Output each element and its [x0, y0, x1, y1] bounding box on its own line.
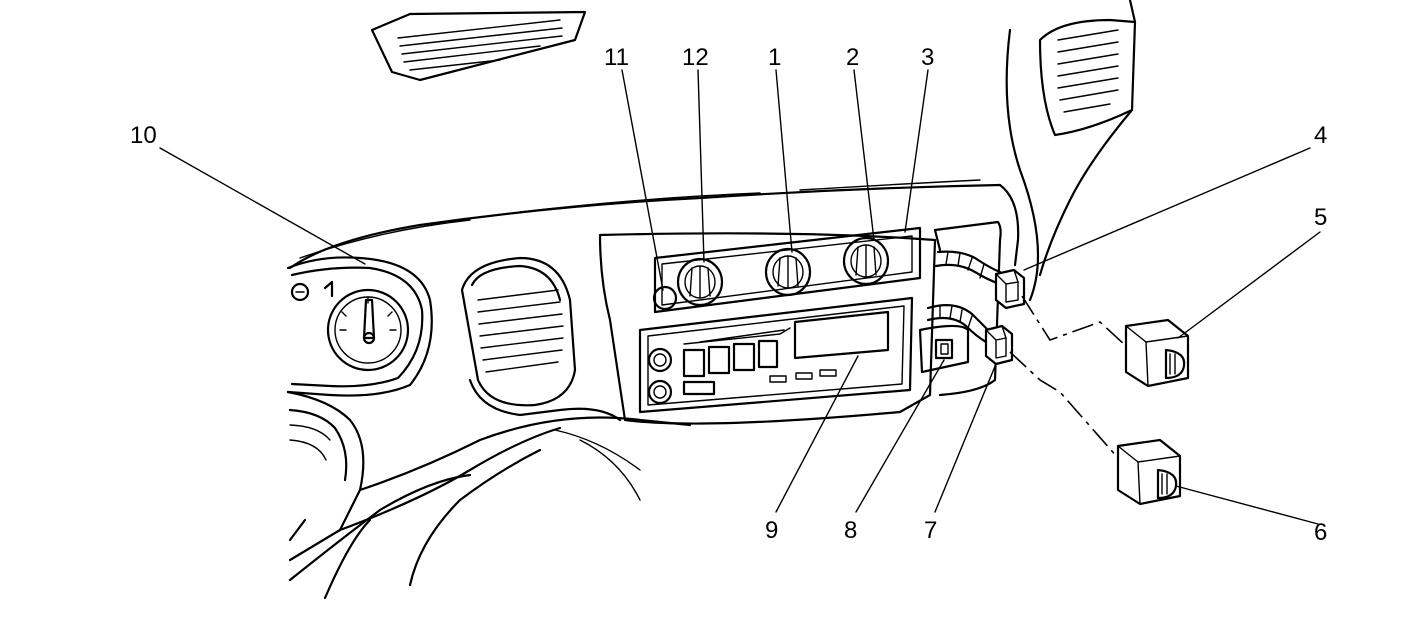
callout-3: 3	[921, 44, 934, 71]
side-vent-right	[1005, 0, 1137, 302]
hvac-knob-12[interactable]	[676, 257, 724, 307]
wiring-harness-lower	[926, 303, 990, 344]
callout-4: 4	[1314, 122, 1327, 149]
connector-item-4	[994, 268, 1026, 310]
hvac-knob-2[interactable]	[842, 236, 890, 286]
callout-5: 5	[1314, 204, 1327, 231]
switch-item-5[interactable]	[1124, 318, 1190, 388]
radio-slots	[769, 369, 837, 383]
radio-display	[793, 310, 890, 360]
callout-2: 2	[846, 44, 859, 71]
radio-knob-upper[interactable]	[647, 347, 673, 373]
wiring-harness-upper	[934, 250, 1002, 286]
callout-7: 7	[924, 517, 937, 544]
alignment-lines	[1009, 295, 1127, 459]
lower-dash-contours	[286, 378, 692, 600]
hvac-knob-1[interactable]	[764, 247, 812, 297]
center-bezel	[598, 220, 1002, 425]
switch-item-8[interactable]	[918, 324, 970, 374]
center-air-vent	[460, 256, 577, 407]
leader-lines	[159, 69, 1321, 525]
switch-item-6[interactable]	[1116, 438, 1182, 506]
defrost-grille-left	[370, 10, 587, 82]
callout-12: 12	[682, 44, 709, 71]
callout-8: 8	[844, 517, 857, 544]
radio-unit	[638, 296, 914, 414]
callout-6: 6	[1314, 519, 1327, 546]
callout-9: 9	[765, 517, 778, 544]
radio-preset-buttons[interactable]	[682, 327, 791, 396]
callout-1: 1	[768, 44, 781, 71]
instrument-cluster	[286, 256, 433, 397]
radio-knob-lower[interactable]	[647, 379, 673, 405]
dash-top-edge	[288, 179, 1020, 270]
connector-item-7	[984, 324, 1014, 366]
callout-11: 11	[604, 44, 629, 71]
hvac-button-11[interactable]	[652, 285, 678, 311]
callout-10: 10	[130, 122, 157, 149]
